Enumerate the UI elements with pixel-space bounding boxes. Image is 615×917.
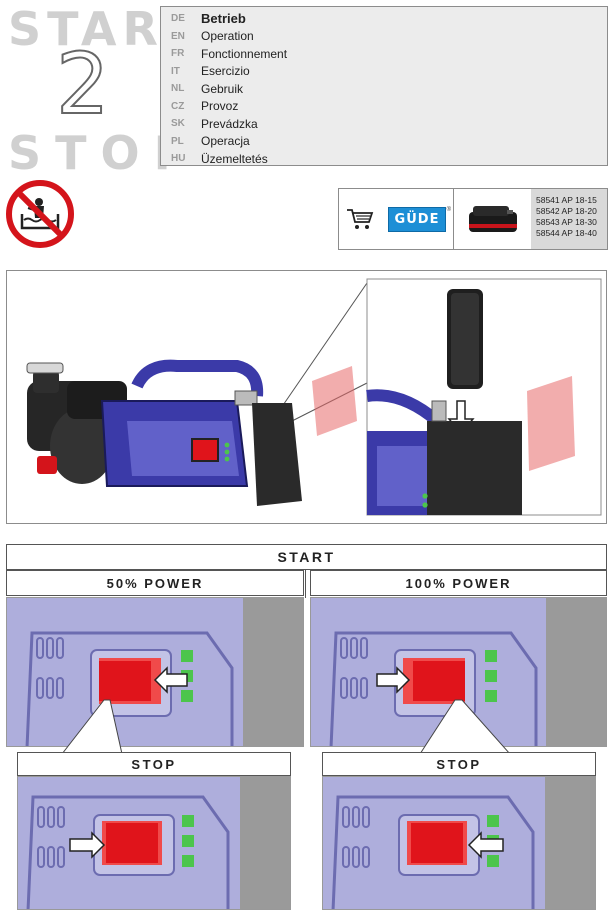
lang-code: EN xyxy=(171,30,185,42)
brand-name: GÜDE xyxy=(387,206,447,232)
mode-100-label: 100% POWER xyxy=(310,570,607,596)
lang-row: EN Operation xyxy=(171,28,607,46)
control-panel-stop-right xyxy=(322,776,596,910)
language-title-box: DE Betrieb EN Operation FR Fonctionnement I… xyxy=(160,6,608,166)
stop-label-right: STOP xyxy=(322,752,596,776)
control-panel-illustration xyxy=(7,598,303,746)
lang-row: DE Betrieb xyxy=(171,10,607,28)
lang-code: FR xyxy=(171,48,185,60)
battery-pack-icon xyxy=(453,189,531,249)
lang-text: Gebruik xyxy=(201,81,244,96)
step-number: 2 xyxy=(55,35,110,133)
lang-code: DE xyxy=(171,13,185,25)
model-number: 58543 AP 18-30 xyxy=(536,217,597,227)
lang-text: Operation xyxy=(201,29,254,44)
shopping-cart-icon xyxy=(339,189,381,249)
lang-row: NL Gebruik xyxy=(171,80,607,98)
model-list: 58541 AP 18-15 58542 AP 18-20 58543 AP 1… xyxy=(531,189,607,249)
lang-row: PL Operacja xyxy=(171,133,607,151)
divider-line xyxy=(305,570,306,598)
lang-code: CZ xyxy=(171,100,185,112)
pump-with-battery-illustration xyxy=(26,278,602,516)
lang-row: CZ Provoz xyxy=(171,98,607,116)
stop-label-left: STOP xyxy=(17,752,291,776)
lang-row: HU Üzemeltetés xyxy=(171,150,607,168)
lang-text: Fonctionnement xyxy=(201,46,288,61)
lang-text: Üzemeltetés xyxy=(201,151,268,166)
control-panel-illustration xyxy=(18,777,290,909)
lang-code: PL xyxy=(171,135,184,147)
lang-text: Esercizio xyxy=(201,64,250,79)
model-number: 58542 AP 18-20 xyxy=(536,206,597,216)
lang-code: HU xyxy=(171,153,186,165)
control-panel-illustration xyxy=(323,777,595,909)
brand-logo: GÜDE ® xyxy=(381,189,453,249)
lang-row: FR Fonctionnement xyxy=(171,45,607,63)
big-stop-text: STOP xyxy=(8,126,202,180)
lang-text: Operacja xyxy=(201,134,250,149)
lang-code: IT xyxy=(171,65,180,77)
registered-mark: ® xyxy=(446,207,451,213)
model-number: 58541 AP 18-15 xyxy=(536,195,597,205)
lang-row: IT Esercizio xyxy=(171,63,607,81)
start-label: START xyxy=(6,544,607,570)
mode-50-label: 50% POWER xyxy=(6,570,304,596)
lang-code: NL xyxy=(171,83,185,95)
model-number: 58544 AP 18-40 xyxy=(536,228,597,238)
control-panel-50 xyxy=(6,597,304,747)
control-panel-stop-left xyxy=(17,776,291,910)
lang-row: SK Prevádzka xyxy=(171,115,607,133)
lang-text: Betrieb xyxy=(201,11,246,27)
callout-lines xyxy=(60,699,512,755)
no-hand-in-water-icon xyxy=(6,180,74,248)
lang-text: Prevádzka xyxy=(201,116,258,131)
lang-code: SK xyxy=(171,118,185,130)
product-info-box: GÜDE ® 58541 AP 18-15 58542 AP 18-20 585… xyxy=(338,188,608,250)
pump-illustration-panel xyxy=(6,270,607,524)
lang-text: Provoz xyxy=(201,99,239,114)
